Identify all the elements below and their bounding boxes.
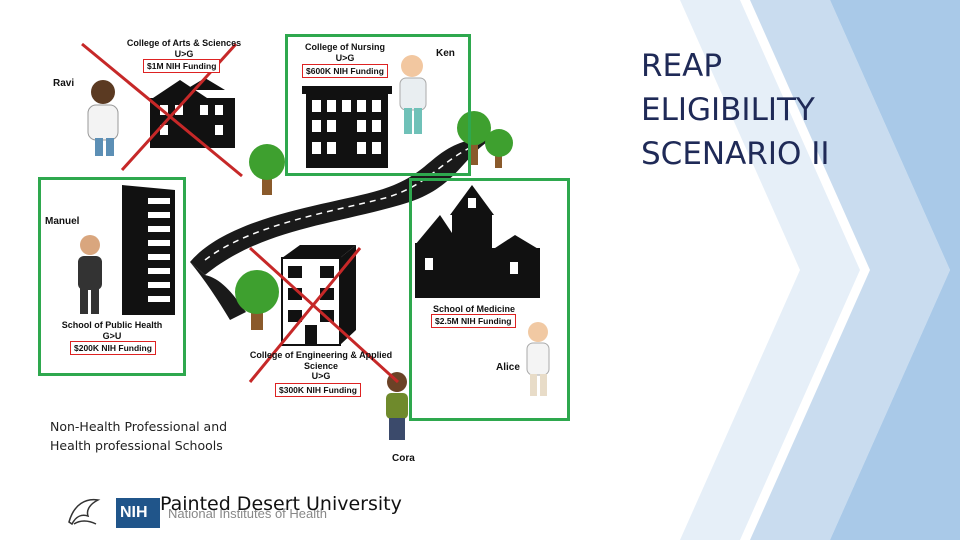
person-alice: Alice: [496, 362, 520, 373]
nursing-funding: $600K NIH Funding: [302, 64, 388, 78]
caption-line-1: Non-Health Professional and: [50, 419, 228, 434]
caption-line-2: Health professional Schools: [50, 438, 223, 453]
person-ravi: Ravi: [53, 78, 75, 89]
schools-caption: Non-Health Professional and Health profe…: [50, 417, 227, 455]
road-icon: [190, 140, 490, 320]
ken-figure: [399, 55, 427, 134]
public-health-ratio: G>U: [102, 330, 122, 341]
arts-funding: $1M NIH Funding: [143, 59, 221, 73]
arts-ratio: U>G: [174, 48, 194, 59]
tree-icon: [235, 111, 513, 330]
title-line-3: SCENARIO II: [641, 136, 830, 172]
manuel-figure: [78, 235, 102, 314]
nursing-school-label: College of Nursing U>G: [300, 42, 390, 63]
medicine-building: [415, 185, 540, 298]
arts-school-label: College of Arts & Sciences U>G: [120, 38, 248, 59]
public-health-name: School of Public Health: [61, 320, 163, 330]
person-manuel: Manuel: [45, 216, 80, 227]
campus-illustration: [78, 42, 550, 440]
medicine-eligible-box: [409, 178, 570, 421]
nursing-building: [302, 86, 392, 168]
person-cora: Cora: [392, 453, 415, 464]
engineering-name-2: Science: [303, 360, 339, 371]
hhs-eagle-icon: [68, 498, 101, 526]
title-line-1: REAP: [641, 48, 723, 84]
medicine-school-label: School of Medicine: [432, 304, 516, 315]
public-health-eligible-box: [38, 177, 186, 376]
arts-name: College of Arts & Sciences: [126, 38, 242, 48]
nih-logo-icon: NIH: [116, 498, 160, 528]
university-name: Painted Desert University: [160, 493, 402, 515]
medicine-name: School of Medicine: [432, 304, 515, 314]
slide-title: REAP ELIGIBILITY SCENARIO II: [641, 44, 941, 176]
title-line-2: ELIGIBILITY: [641, 92, 815, 128]
nursing-eligible-box: [285, 34, 471, 176]
public-health-school-label: School of Public Health G>U: [58, 320, 166, 341]
medicine-funding: $2.5M NIH Funding: [431, 314, 516, 328]
nursing-name: College of Nursing: [304, 42, 385, 52]
alice-figure: [526, 322, 550, 396]
nursing-ratio: U>G: [335, 52, 355, 63]
public-health-funding: $200K NIH Funding: [70, 341, 156, 355]
person-ken: Ken: [436, 48, 455, 59]
arts-building: [150, 78, 235, 148]
public-health-building: [122, 185, 175, 315]
engineering-ratio: U>G: [311, 371, 331, 381]
engineering-funding: $300K NIH Funding: [275, 383, 361, 397]
engineering-school-label: College of Engineering & Applied Science…: [248, 350, 394, 382]
nih-full-name: National Institutes of Health: [168, 506, 327, 521]
ravi-figure: [87, 80, 119, 156]
engineering-name: College of Engineering & Applied: [249, 350, 393, 360]
